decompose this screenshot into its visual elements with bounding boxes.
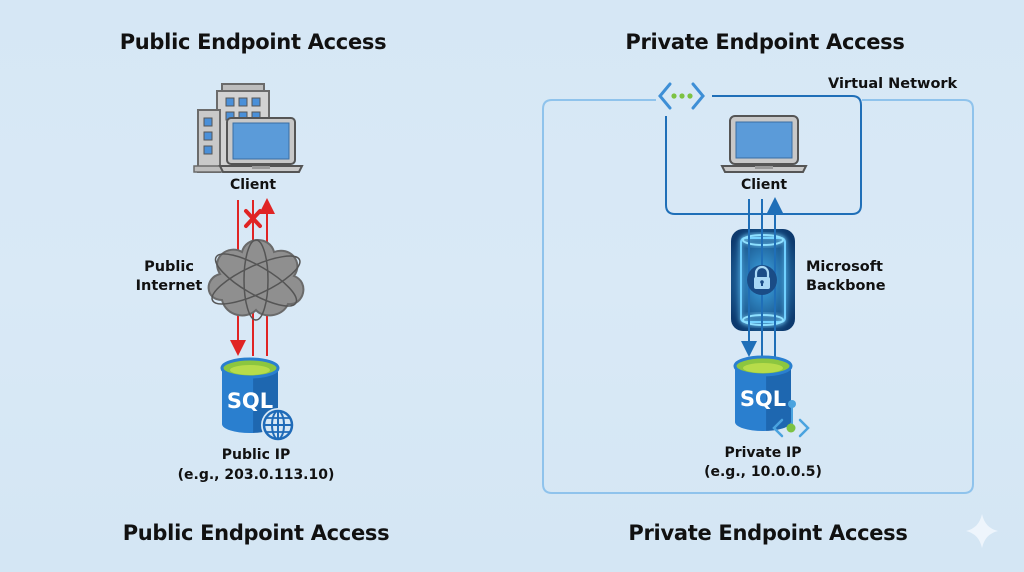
private-title: Private Endpoint Access	[625, 30, 905, 54]
private-endpoint-icon	[772, 400, 810, 438]
public-footer-title: Public Endpoint Access	[122, 521, 390, 545]
vnet-boundary	[542, 99, 974, 494]
public-title: Public Endpoint Access	[119, 30, 387, 54]
blocked-x-icon	[244, 209, 262, 228]
vnet-icon	[658, 82, 705, 110]
lock-icon	[747, 265, 777, 295]
sql-label: SQL	[227, 389, 273, 413]
public-ip-example: (e.g., 203.0.113.10)	[177, 467, 335, 483]
laptop-icon	[218, 117, 304, 173]
public-ip-label: Public IP	[221, 447, 291, 463]
globe-icon	[261, 408, 295, 442]
public-client-label: Client	[229, 177, 277, 193]
internet-label-line1: Public	[144, 259, 194, 275]
backbone-label-line1: Microsoft	[806, 259, 883, 275]
sql-label: SQL	[740, 387, 786, 411]
laptop-icon	[720, 115, 808, 173]
subnet-boundary	[665, 95, 862, 215]
private-ip-example: (e.g., 10.0.0.5)	[704, 464, 822, 480]
cloud-icon	[207, 239, 305, 321]
sparkle-icon	[966, 514, 998, 548]
private-ip-label: Private IP	[724, 445, 802, 461]
backbone-label-line2: Backbone	[806, 278, 886, 294]
backbone-label: Microsoft Backbone	[806, 258, 886, 296]
internet-label-line2: Internet	[135, 278, 203, 294]
vnet-label: Virtual Network	[828, 76, 958, 92]
private-client-label: Client	[740, 177, 788, 193]
public-internet-label: Public Internet	[132, 258, 206, 296]
private-footer-title: Private Endpoint Access	[628, 521, 908, 545]
sql-database-icon: SQL	[733, 355, 793, 431]
